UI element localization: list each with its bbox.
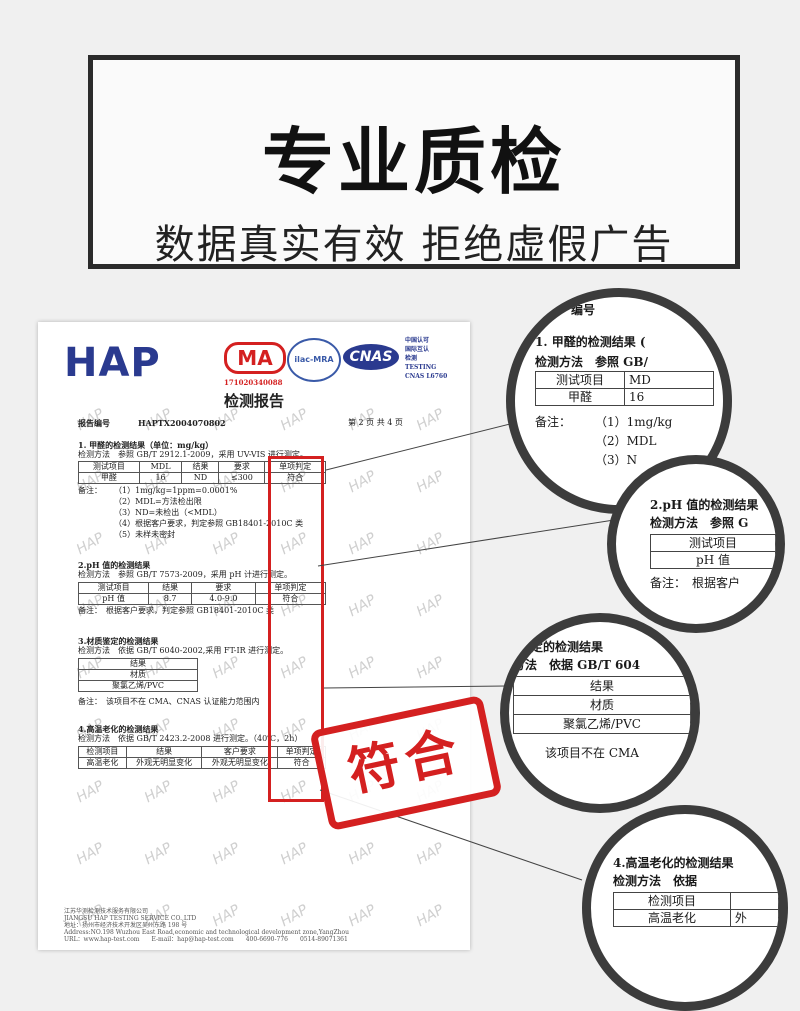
report-no: HAPTX2004070802 <box>138 418 226 428</box>
z2-table: 测试项目 pH 值 <box>650 534 776 569</box>
ma-logo: MA <box>224 342 286 374</box>
s1-method: 检测方法 参照 GB/T 2912.1-2009，采用 UV-VIS 进行测定。 <box>78 450 308 459</box>
s4-heading: 4.高温老化的检测结果 <box>78 724 159 734</box>
s2-heading: 2.pH 值的检测结果 <box>78 560 151 570</box>
s1-note-1: （2）MDL=方法检出限 <box>114 497 202 506</box>
s2-c1: 8.7 <box>148 593 193 605</box>
hap-logo: HAP <box>64 340 161 386</box>
cnas-text-3: TESTING <box>405 364 437 371</box>
footer-line-2: 地址：扬州市经济技术开发区吴州东路 198 号 <box>64 922 188 929</box>
z3-method: 方法 依据 GB/T 604 <box>513 658 641 672</box>
s1-note-0: （1）1mg/kg=1ppm=0.0001% <box>114 486 238 495</box>
magnifier-material: 定的检测结果 方法 依据 GB/T 604 结果 材质 聚氯乙烯/PVC 该项目… <box>500 613 700 813</box>
z1-note-1: （2）MDL <box>595 434 657 448</box>
z3-r2: 聚氯乙烯/PVC <box>513 714 691 734</box>
z1-note-2: （3）N <box>595 453 638 467</box>
z3-r1: 材质 <box>513 695 691 715</box>
s1-c3: ≤300 <box>218 472 266 484</box>
cnas-text-4: CNAS L6760 <box>405 373 448 380</box>
z4-method: 检测方法 依据 <box>613 874 698 888</box>
z1-method: 检测方法 参照 GB/ <box>535 355 648 369</box>
s3-r2: 聚氯乙烯/PVC <box>78 680 198 692</box>
cnas-text-2: 检测 <box>405 355 418 362</box>
report-title: 检测报告 <box>224 392 285 410</box>
s2-c0: pH 值 <box>77 593 150 605</box>
s2-note: 备注： 根据客户要求，判定参照 GB18401-2010C 类 <box>78 606 274 615</box>
s3-method: 检测方法 依据 GB/T 6040-2002,采用 FT-IR 进行测定。 <box>78 646 289 655</box>
z4-heading: 4.高温老化的检测结果 <box>613 856 734 870</box>
s2-c3: 符合 <box>254 593 327 605</box>
magnifier-ph: 2.pH 值的检测结果 检测方法 参照 G 测试项目 pH 值 备注： 根据客户 <box>607 455 785 633</box>
z1-c0: 甲醛 <box>535 388 625 406</box>
result-column-highlight <box>268 456 324 802</box>
z1-heading: 1. 甲醛的检测结果 ( <box>535 335 646 349</box>
z1-above: 编号 <box>571 303 596 317</box>
s1-notes-label: 备注： <box>78 486 102 495</box>
s4-c3: 符合 <box>277 757 326 769</box>
cnas-text-1: 国际互认 <box>405 346 430 353</box>
page-info: 第 2 页 共 4 页 <box>348 418 403 427</box>
s1-c2: ND <box>181 472 220 484</box>
connector-line-1 <box>325 417 535 471</box>
z1-h0: 测试项目 <box>535 371 625 389</box>
z4-c0: 高温老化 <box>613 909 731 927</box>
z3-heading: 定的检测结果 <box>531 640 604 654</box>
footer-line-3: Address:NO.198 Wuzhou East Road,economic… <box>64 929 349 936</box>
z4-table: 检测项目 高温老化外 <box>613 892 779 927</box>
magnifier-aging: 4.高温老化的检测结果 检测方法 依据 检测项目 高温老化外 <box>582 805 788 1011</box>
s4-c0: 高温老化 <box>78 757 127 769</box>
s1-note-4: （5）未样未密封 <box>114 530 176 539</box>
report-no-label: 报告编号 <box>78 418 110 428</box>
cnas-text-0: 中国认可 <box>405 337 430 344</box>
s3-table: 结果 材质 聚氯乙烯/PVC <box>78 658 198 692</box>
s1-c4: 符合 <box>264 472 326 484</box>
z1-c1: 16 <box>624 388 714 406</box>
s4-c1: 外观无明显变化 <box>125 757 203 769</box>
z4-h0: 检测项目 <box>613 892 731 910</box>
connector-line-2 <box>317 519 615 567</box>
z2-c0: pH 值 <box>650 551 776 569</box>
z2-note: 备注： 根据客户 <box>650 576 741 590</box>
footer-line-0: 江苏华测检测技术服务有限公司 <box>64 908 149 915</box>
s2-method: 检测方法 参照 GB/T 7573-2009，采用 pH 计进行测定。 <box>78 570 292 579</box>
z4-h1-empty <box>729 892 779 910</box>
s1-c1: 16 <box>138 472 183 484</box>
z3-note: 该项目不在 CMA <box>545 746 639 760</box>
footer-line-4: URL：www.hap-test.com E-mail：hap@hap-test… <box>64 936 348 943</box>
banner-title: 专业质检 <box>261 120 566 204</box>
s3-heading: 3.材质鉴定的检测结果 <box>78 636 159 646</box>
s1-note-3: （4）根据客户要求，判定参照 GB18401-2010C 类 <box>114 519 304 528</box>
s1-heading: 1. 甲醛的检测结果（单位：mg/kg） <box>78 440 214 450</box>
ilac-mra-logo: ilac-MRA <box>287 338 341 382</box>
s4-c2: 外观无明显变化 <box>201 757 279 769</box>
footer-line-1: JIANGSU HAP TESTING SERVICE CO.,LTD <box>64 915 197 922</box>
ma-number: 171020340088 <box>224 378 283 387</box>
z1-h1: MD <box>624 371 714 389</box>
s4-method: 检测方法 依据 GB/T 2423.2-2008 进行测定。（40℃，2h） <box>78 734 303 743</box>
z2-method: 检测方法 参照 G <box>650 516 749 530</box>
banner-subtitle: 数据真实有效 拒绝虚假广告 <box>154 222 674 268</box>
banner-frame: 专业质检 数据真实有效 拒绝虚假广告 <box>88 55 740 269</box>
cnas-logo: CNAS <box>343 344 399 370</box>
z1-note-0: （1）1mg/kg <box>595 415 673 429</box>
z3-r0: 结果 <box>513 676 691 696</box>
z2-heading: 2.pH 值的检测结果 <box>650 498 759 512</box>
z3-table: 结果 材质 聚氯乙烯/PVC <box>513 676 691 734</box>
z1-notes-label: 备注： <box>535 415 572 429</box>
connector-line-3 <box>323 685 507 689</box>
z2-h0: 测试项目 <box>650 534 776 552</box>
z4-c1: 外 <box>729 909 779 927</box>
s3-note: 备注： 该项目不在 CMA、CNAS 认证能力范围内 <box>78 697 260 706</box>
s1-note-2: （3）ND=未检出（<MDL） <box>114 508 222 517</box>
